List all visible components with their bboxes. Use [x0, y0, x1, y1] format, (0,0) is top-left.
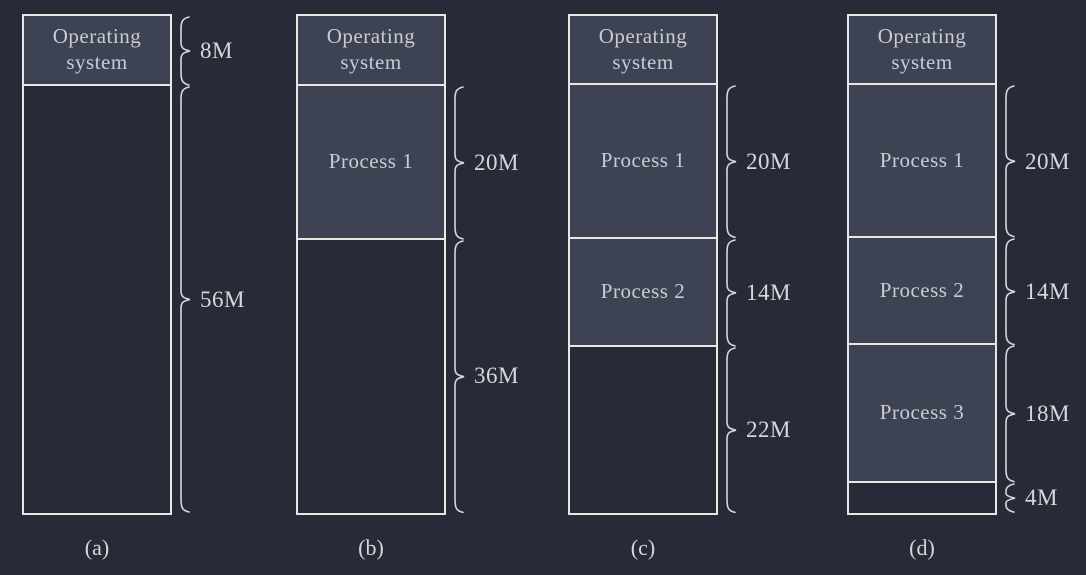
- memory-column-a: Operating system (a) 8M 56M: [22, 14, 244, 560]
- column-caption: (a): [84, 535, 110, 560]
- segment-free-space: [24, 86, 170, 513]
- size-label: 20M: [1025, 148, 1070, 174]
- size-brace-icon: [180, 16, 191, 86]
- segment-process-3: Process 3: [849, 345, 995, 483]
- segment-operating-system: Operating system: [849, 16, 995, 86]
- size-brace-icon: [180, 86, 191, 513]
- segment-label: Operating system: [52, 24, 142, 74]
- size-brace-icon: [726, 238, 737, 347]
- segment-label: Process 1: [600, 148, 686, 173]
- segment-free-space: [298, 240, 444, 513]
- segment-label: Operating system: [877, 23, 967, 74]
- size-brace-icon: [1005, 238, 1016, 345]
- segment-free-space: [570, 347, 716, 513]
- segment-operating-system: Operating system: [298, 16, 444, 86]
- size-label: 14M: [1025, 278, 1070, 304]
- column-caption: (b): [358, 535, 384, 560]
- segment-operating-system: Operating system: [24, 16, 170, 87]
- size-label: 8M: [200, 38, 233, 63]
- segment-operating-system: Operating system: [570, 16, 716, 86]
- size-label: 22M: [746, 416, 791, 442]
- size-label: 56M: [200, 286, 245, 312]
- segment-label: Operating system: [326, 24, 416, 74]
- segment-free-space: [849, 483, 995, 513]
- size-label: 4M: [1025, 484, 1058, 510]
- column-caption: (d): [909, 535, 935, 560]
- segment-label: Process 1: [328, 148, 414, 173]
- size-brace-icon: [1005, 85, 1016, 238]
- size-label: 20M: [474, 149, 519, 175]
- segment-label: Operating system: [598, 24, 688, 74]
- size-brace-icon: [726, 85, 737, 239]
- memory-box-a: Operating system: [22, 14, 172, 515]
- size-brace-icon: [454, 239, 465, 513]
- size-brace-icon: [1005, 483, 1016, 513]
- segment-label: Process 2: [600, 278, 686, 303]
- size-brace-icon: [726, 346, 737, 513]
- segment-process-2: Process 2: [570, 238, 716, 347]
- size-brace-icon: [1005, 345, 1016, 483]
- segment-label: Process 1: [879, 147, 965, 172]
- column-caption: (c): [630, 535, 656, 560]
- segment-process-1: Process 1: [849, 85, 995, 238]
- size-brace-icon: [454, 85, 465, 240]
- size-label: 18M: [1025, 401, 1070, 427]
- size-label: 14M: [746, 279, 791, 305]
- size-label: 36M: [474, 363, 519, 389]
- segment-label: Process 2: [879, 277, 965, 302]
- segment-label: Process 3: [879, 400, 965, 425]
- segment-process-2: Process 2: [849, 237, 995, 346]
- size-label: 20M: [746, 149, 791, 175]
- segment-process-1: Process 1: [570, 85, 716, 239]
- segment-process-1: Process 1: [298, 85, 444, 240]
